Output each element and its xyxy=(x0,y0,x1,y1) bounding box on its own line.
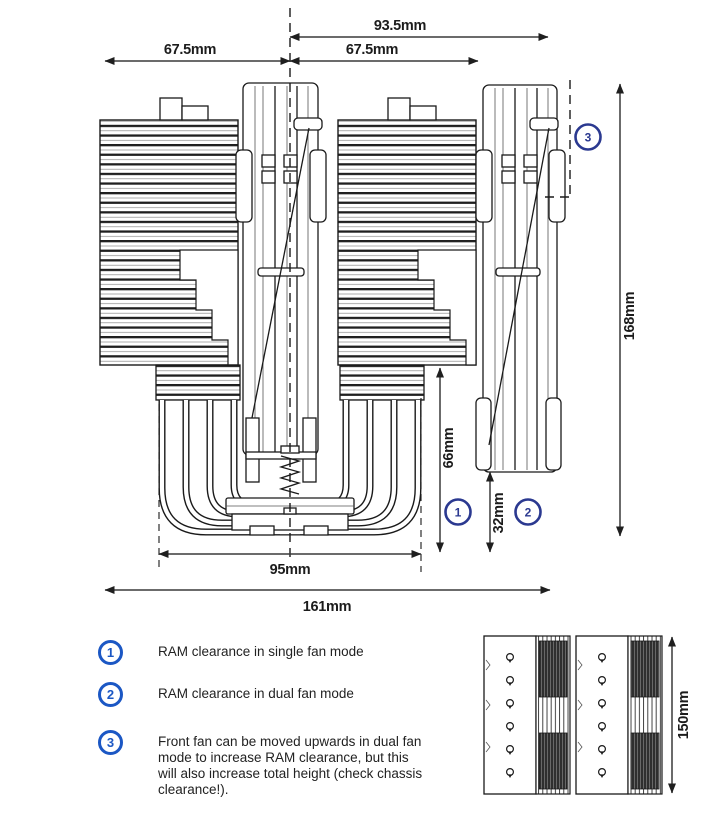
callout-3: 3 xyxy=(574,123,602,151)
dimension-161mm: 161mm xyxy=(104,586,551,615)
svg-text:3: 3 xyxy=(585,131,592,145)
legend-callout-1: 1 xyxy=(98,640,123,665)
svg-text:67.5mm: 67.5mm xyxy=(164,42,216,58)
top-view-drawing: 150mm xyxy=(483,635,692,795)
middle-fan xyxy=(235,82,327,456)
legend-callout-2: 2 xyxy=(98,682,123,707)
dimension-93-5mm: 93.5mm xyxy=(289,18,549,41)
legend-callout-3: 3 xyxy=(98,730,123,755)
dimension-67-5mm-right: 67.5mm xyxy=(289,42,479,65)
legend-item-1: 1 RAM clearance in single fan mode xyxy=(98,640,426,665)
dimension-168mm: 168mm xyxy=(616,83,638,537)
svg-text:1: 1 xyxy=(455,506,462,520)
dimension-32mm: 32mm xyxy=(486,471,507,553)
fan-clip-wire xyxy=(488,127,550,446)
front-fin-stack xyxy=(337,97,477,401)
svg-text:161mm: 161mm xyxy=(303,599,351,615)
legend-item-3: 3 Front fan can be moved upwards in dual… xyxy=(98,730,426,798)
svg-text:93.5mm: 93.5mm xyxy=(374,18,426,34)
legend-text-3: Front fan can be moved upwards in dual f… xyxy=(158,734,423,797)
svg-text:168mm: 168mm xyxy=(622,292,638,340)
svg-text:95mm: 95mm xyxy=(270,562,311,578)
front-fan xyxy=(475,84,566,473)
svg-text:150mm: 150mm xyxy=(676,691,692,739)
dimension-66mm: 66mm xyxy=(436,367,457,553)
callout-1: 1 xyxy=(444,498,472,526)
legend-item-2: 2 RAM clearance in dual fan mode xyxy=(98,682,426,707)
svg-text:2: 2 xyxy=(525,506,532,520)
fan-clip-hook xyxy=(293,117,323,131)
legend-text-1: RAM clearance in single fan mode xyxy=(158,644,364,659)
svg-text:32mm: 32mm xyxy=(491,493,507,534)
dimension-67-5mm-left: 67.5mm xyxy=(104,42,291,65)
dimension-150mm: 150mm xyxy=(668,636,692,794)
legend-text-2: RAM clearance in dual fan mode xyxy=(158,686,354,701)
callout-2: 2 xyxy=(514,498,542,526)
fan-clip-wire xyxy=(249,127,310,429)
fan-clip-hook xyxy=(529,117,559,131)
rear-fin-stack xyxy=(99,97,241,401)
svg-text:67.5mm: 67.5mm xyxy=(346,42,398,58)
svg-text:66mm: 66mm xyxy=(441,428,457,469)
dimension-95mm: 95mm xyxy=(158,550,422,578)
